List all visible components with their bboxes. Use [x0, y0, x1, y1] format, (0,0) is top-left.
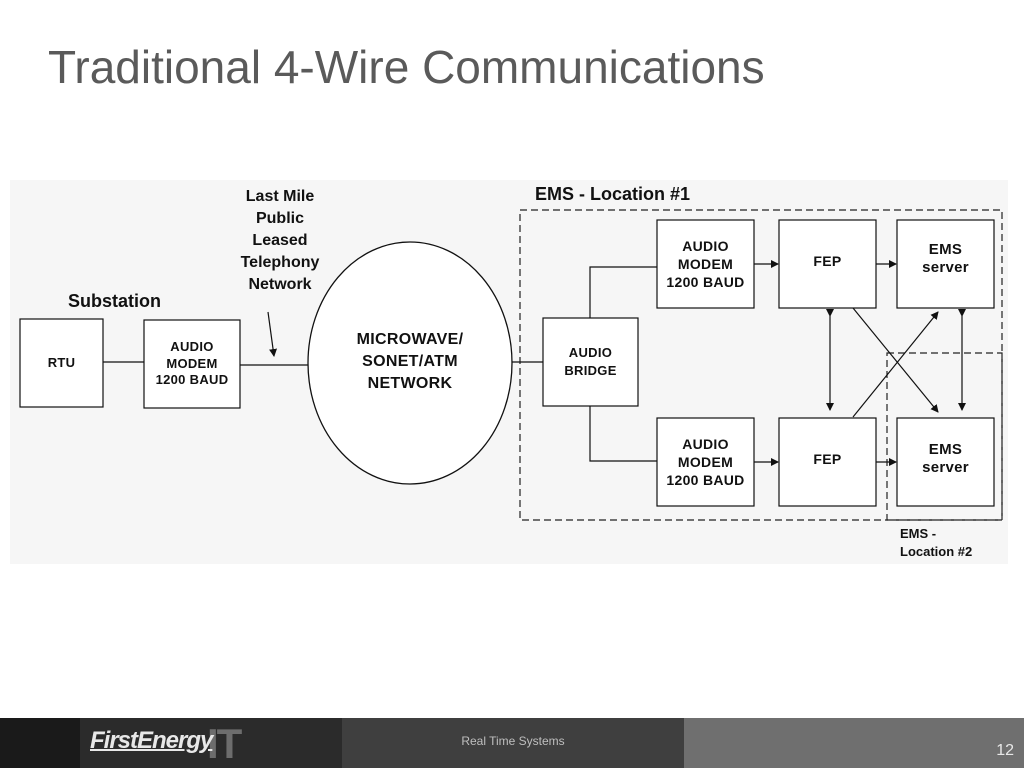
network-label: MICROWAVE/ SONET/ATM NETWORK [330, 320, 490, 404]
page-number: 12 [996, 742, 1014, 759]
audio-bridge-label: AUDIO BRIDGE [543, 318, 638, 406]
fep-top-label: FEP [779, 220, 876, 308]
ems-location2-line-2: Location #2 [900, 544, 973, 559]
modem-bottom-line-1: AUDIO [682, 436, 729, 452]
ems-server-top-label: EMS server [897, 220, 994, 308]
modem-top-label: AUDIO MODEM 1200 BAUD [657, 220, 754, 308]
rtu-label: RTU [20, 319, 103, 407]
cross-arrow-up [852, 311, 939, 418]
last-mile-line-3: Leased [252, 232, 308, 249]
modem-bottom-label: AUDIO MODEM 1200 BAUD [657, 418, 754, 506]
ems-top-line-1: EMS [928, 241, 963, 258]
rtu-text: RTU [47, 354, 76, 370]
modem-top-line-3: 1200 BAUD [666, 274, 745, 290]
audio-bridge-box [542, 317, 639, 407]
ems-bottom-line-1: EMS [928, 441, 963, 458]
last-mile-line-1: Last Mile [245, 188, 315, 205]
modem-top-box [656, 219, 755, 309]
bridge-to-modem-top-line [589, 266, 657, 318]
ems-location2-boundary [886, 352, 1003, 521]
modem-bottom-line-2: MODEM [677, 454, 734, 470]
modem-top-line-1: AUDIO [682, 238, 729, 254]
last-mile-label: Last Mile Public Leased Telephony Networ… [224, 186, 336, 296]
substation-modem-label: AUDIO MODEM 1200 BAUD [144, 320, 240, 408]
sub-modem-line-1: AUDIO [170, 338, 214, 354]
ems-server-bottom-box [896, 417, 995, 507]
bridge-to-modem-bottom-line [589, 406, 657, 462]
footer-center-text: Real Time Systems [461, 734, 565, 748]
ems-location1-label: EMS - Location #1 [535, 184, 691, 204]
ems-location2-line-1: EMS - [900, 526, 937, 541]
last-mile-line-2: Public [255, 210, 304, 227]
substation-label: Substation [68, 291, 161, 311]
rtu-box [19, 318, 104, 408]
sub-modem-line-3: 1200 BAUD [155, 372, 229, 388]
footer-logo-segment [80, 718, 342, 768]
modem-top-line-2: MODEM [677, 256, 734, 272]
ems-bottom-line-2: server [922, 459, 969, 476]
footer-segment-left [0, 718, 80, 768]
ems-top-line-2: server [922, 259, 969, 276]
sub-modem-line-2: MODEM [166, 355, 218, 371]
modem-bottom-line-3: 1200 BAUD [666, 472, 745, 488]
fep-top-text: FEP [813, 252, 842, 269]
ems-server-top-box [896, 219, 995, 309]
fep-bottom-label: FEP [779, 418, 876, 506]
firstenergy-logo: FirstEnergy [90, 727, 213, 754]
last-mile-line-5: Network [248, 276, 312, 293]
fep-bottom-box [778, 417, 877, 507]
footer-segment-right [684, 718, 1024, 768]
slide-title: Traditional 4-Wire Communications [48, 41, 765, 93]
substation-modem-box [143, 319, 241, 409]
fep-bottom-text: FEP [813, 450, 842, 467]
cross-arrow-down [852, 307, 939, 413]
network-line-1: MICROWAVE/ [356, 331, 464, 348]
footer-segment-center [342, 718, 684, 768]
last-mile-line-4: Telephony [240, 254, 320, 271]
slide-footer: IT FirstEnergy Real Time Systems 12 [0, 718, 1024, 768]
logo-it-mark: IT [207, 720, 242, 767]
network-ellipse [307, 241, 513, 485]
ems-location2-label: EMS - Location #2 [900, 525, 972, 561]
ems-server-bottom-label: EMS server [897, 418, 994, 506]
network-line-3: NETWORK [367, 375, 453, 392]
bridge-line-2: BRIDGE [564, 363, 617, 378]
network-line-2: SONET/ATM [362, 353, 458, 370]
bridge-line-1: AUDIO [568, 345, 613, 360]
last-mile-pointer [267, 311, 278, 357]
fep-top-box [778, 219, 877, 309]
